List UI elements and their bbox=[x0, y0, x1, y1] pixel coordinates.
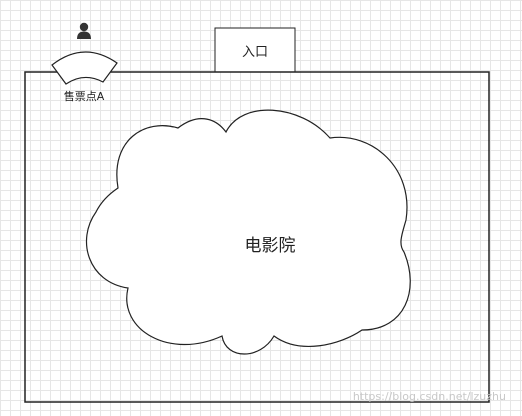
cinema-cloud[interactable] bbox=[86, 109, 411, 355]
person-icon bbox=[77, 22, 91, 39]
ticket-counter-shape[interactable] bbox=[51, 51, 118, 85]
entrance-label: 入口 bbox=[242, 45, 268, 60]
entrance-box[interactable] bbox=[214, 27, 296, 73]
ticket-point-label: 售票点A bbox=[64, 89, 105, 103]
cinema-label: 电影院 bbox=[245, 236, 296, 256]
watermark-text: https://blog.csdn.net/lzuzhu bbox=[353, 390, 506, 403]
cinema-boundary[interactable] bbox=[24, 71, 490, 403]
